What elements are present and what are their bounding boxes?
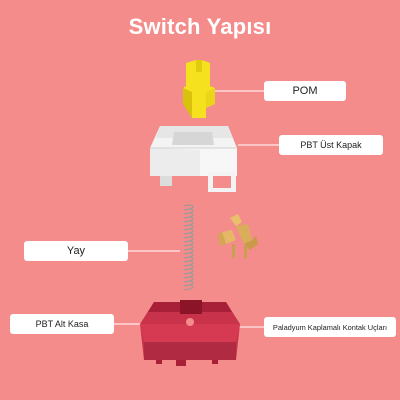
bottom-housing [140, 300, 240, 366]
label-pom: POM [264, 81, 346, 101]
label-bottom-housing: PBT Alt Kasa [10, 314, 114, 334]
label-top-housing: PBT Üst Kapak [279, 135, 383, 155]
top-housing [150, 126, 237, 192]
page-title: Switch Yapısı [128, 14, 272, 39]
label-spring: Yay [24, 241, 128, 261]
label-contacts: Paladyum Kaplamalı Kontak Uçları [264, 317, 396, 337]
spring [183, 204, 194, 291]
palladium-contacts [218, 214, 258, 258]
leader-lines [114, 90, 279, 328]
pom-stem [183, 60, 215, 118]
